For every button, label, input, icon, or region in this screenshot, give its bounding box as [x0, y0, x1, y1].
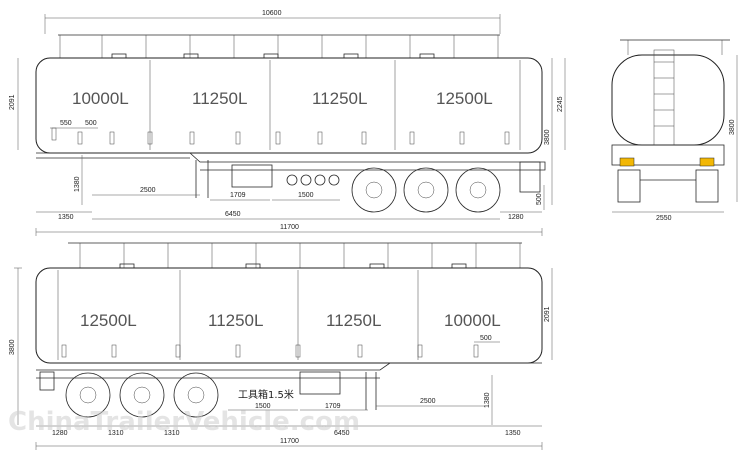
compartment-1-bottom: 12500L [80, 311, 137, 330]
dim-kingpin-height-bottom: 1380 [484, 392, 491, 408]
rear-bumper [611, 144, 725, 166]
dim-toolbox-top: 1709 [230, 192, 246, 199]
dim-kingpin-to-leg-top: 6450 [225, 211, 241, 218]
dim-overall-top: 10600 [262, 10, 282, 17]
compartment-4-bottom: 10000L [444, 311, 501, 330]
chassis-bottom [36, 362, 542, 371]
compartment-1-top: 10000L [72, 89, 129, 108]
dim-rear-overhang-top: 1280 [508, 214, 524, 221]
dim-kingpin-height-top: 1380 [74, 176, 81, 192]
dim-total-height-bottom: 3800 [9, 339, 16, 355]
dim-rear-width: 2550 [656, 215, 672, 222]
dim-bay-bottom: 1500 [255, 403, 271, 410]
dim-leg-offset-bottom: 2500 [420, 398, 436, 405]
dim-overall-length-bottom: 11700 [280, 438, 299, 445]
compartment-3-bottom: 11250L [326, 311, 381, 330]
compartment-2-bottom: 11250L [208, 311, 263, 330]
dim-kingpin-to-leg-bottom: 6450 [334, 430, 350, 437]
dim-front-overhang-top: 1350 [58, 214, 74, 221]
dim-bay-top: 1500 [298, 192, 314, 199]
dim-total-height-top: 3800 [544, 129, 551, 145]
compartment-2-top: 11250L [192, 89, 247, 108]
top-side-view: 10600 10000L [9, 10, 566, 236]
dim-axle-2: 1310 [108, 430, 124, 437]
chassis-top [36, 152, 546, 171]
dim-tank-height-top: 2091 [9, 94, 16, 110]
watermark: ChinaTrailerVehicle.com [8, 407, 360, 437]
rear-lamp-left [619, 157, 635, 167]
dim-axle-3: 1310 [164, 430, 180, 437]
dim-axle-1: 1280 [52, 430, 68, 437]
dim-front-overhang-bottom: 1350 [505, 430, 521, 437]
wheel-rear-right [695, 169, 719, 203]
handrail-posts [59, 35, 499, 58]
dim-tank-body-height: 2245 [557, 96, 564, 112]
dim-rear-small: 500 [536, 193, 543, 205]
dim-toolbox-bottom: 1709 [325, 403, 341, 410]
bottom-side-view: 12500L 11250L 11250L 10000L 工具箱1.5米 [9, 242, 553, 450]
dim-manhole-a: 550 [60, 120, 72, 127]
toolbox-bottom [299, 371, 341, 395]
rear-view: 3800 2550 [611, 39, 738, 222]
dim-rear-height: 3800 [729, 119, 736, 135]
dim-manhole-b: 500 [85, 120, 97, 127]
toolbox-label: 工具箱1.5米 [238, 388, 294, 401]
tank-body-top [35, 57, 543, 154]
dim-leg-offset-top: 2500 [140, 187, 156, 194]
rear-lamp-right [699, 157, 715, 167]
tank-rear [611, 54, 725, 146]
compartment-3-top: 11250L [312, 89, 367, 108]
compartment-4-top: 12500L [436, 89, 493, 108]
valves-bottom [61, 344, 479, 358]
tank-body-bottom [35, 267, 543, 364]
toolbox-top [231, 164, 273, 188]
dim-manhole-bottom: 500 [480, 335, 492, 342]
wheels-top [351, 167, 501, 213]
dim-tank-height-bottom: 2091 [544, 306, 551, 322]
dim-overall-length-top: 11700 [280, 224, 299, 231]
wheel-rear-left [617, 169, 641, 203]
wheels-bottom [65, 372, 219, 418]
